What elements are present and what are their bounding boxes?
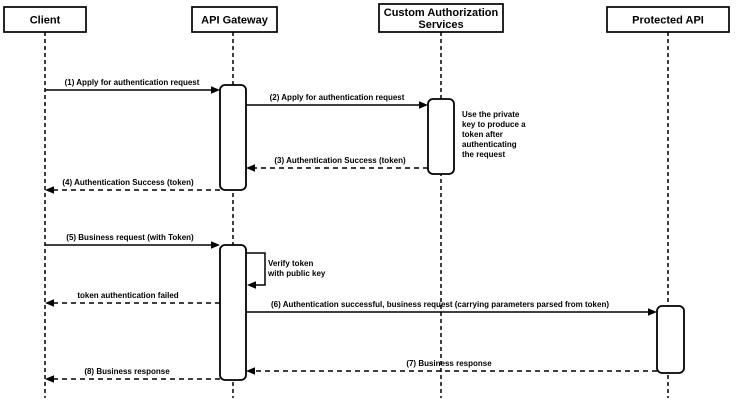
message-arrowhead-5 [211,241,220,249]
actor-box-protected-api [606,6,730,33]
activation-bar-custom-authorization-services [427,98,455,175]
message-label-6: token authentication failed [77,291,178,300]
activation-bar-api-gateway [219,84,247,191]
actor-box-client [3,6,87,33]
actor-label-client: Client [30,15,61,27]
actor-label-protected-api: Protected API [632,15,704,27]
actor-box-custom-authorization-services [378,3,504,33]
message-label-4: (4) Authentication Success (token) [62,178,194,187]
message-arrowhead-4 [45,186,54,194]
message-arrowhead-2 [419,101,428,109]
message-arrowhead-1 [211,86,220,94]
message-arrowhead-8 [246,367,255,375]
actor-label-api-gateway: API Gateway [201,15,269,27]
message-label-2: (2) Apply for authentication request [270,93,405,102]
activation-bar-api-gateway [219,244,247,381]
message-arrowhead-7 [648,308,657,316]
activation-bar-protected-api [656,305,685,374]
self-message-loop-api-gateway [246,252,266,286]
self-message-arrowhead [247,281,256,289]
message-label-8: (7) Business response [406,359,492,368]
message-label-5: (5) Business request (with Token) [66,233,194,242]
message-arrowhead-9 [45,375,54,383]
actor-box-api-gateway [191,6,278,33]
message-label-9: (8) Business response [84,367,170,376]
message-label-3: (3) Authentication Success (token) [274,156,406,165]
message-arrowhead-6 [45,299,54,307]
message-arrowhead-3 [246,164,255,172]
message-label-1: (1) Apply for authentication request [65,78,200,87]
message-label-7: (6) Authentication successful, business … [271,300,609,309]
